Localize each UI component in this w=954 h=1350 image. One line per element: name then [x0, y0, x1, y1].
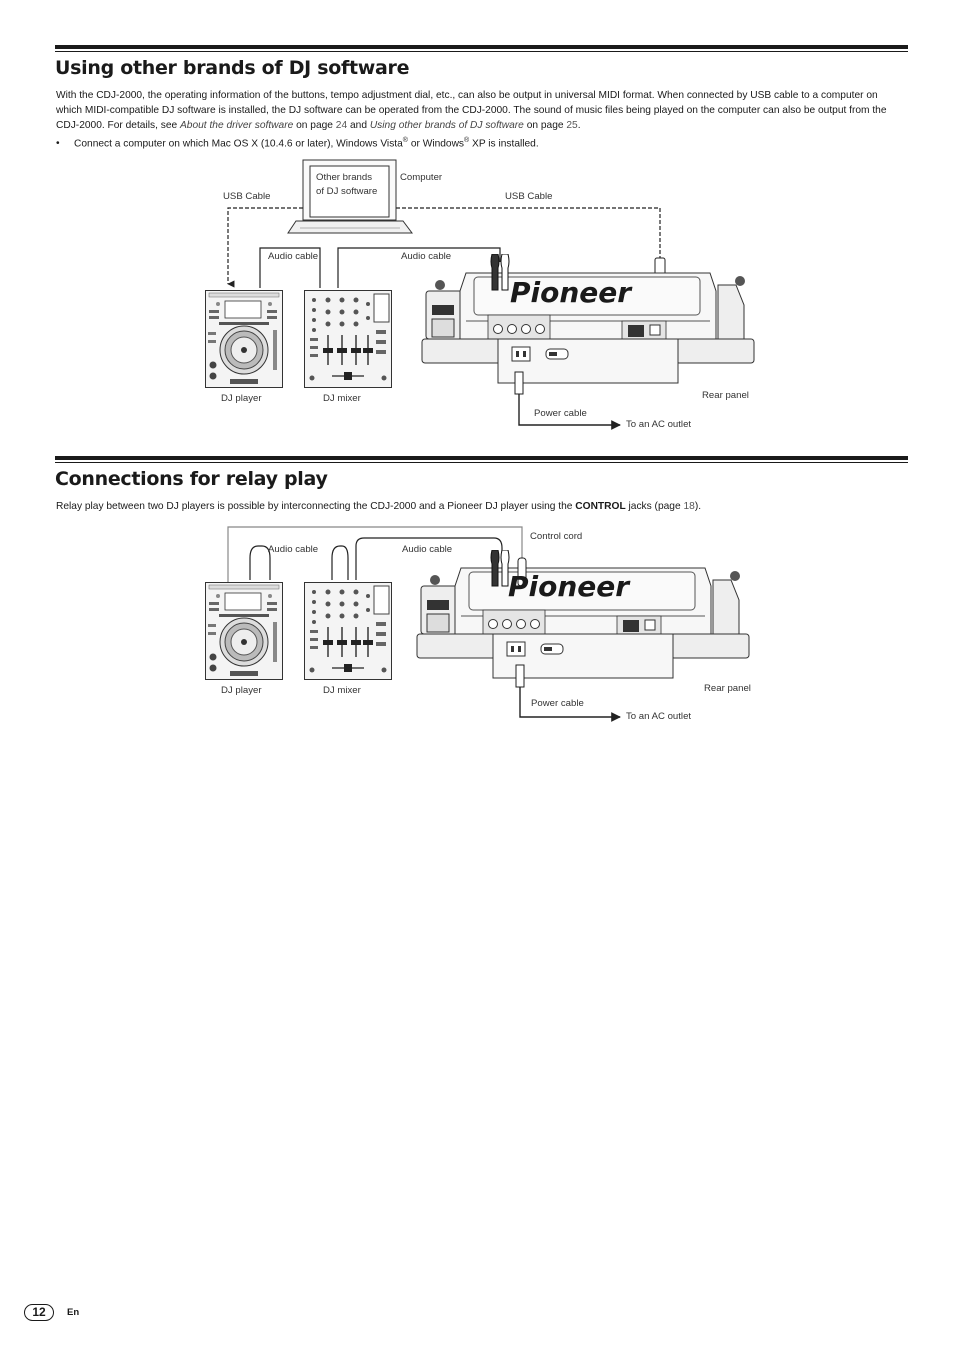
- audio-cable-player-mixer-2b: [331, 545, 349, 580]
- power-plug: [514, 371, 524, 395]
- bullet-text-1: Connect a computer on which Mac OS X (10…: [74, 138, 403, 150]
- audio-cable-right-label-2: Audio cable: [402, 544, 452, 555]
- control-cord-line: [227, 526, 523, 584]
- diagram-relay-play: Control cord Audio cable Audio cable Pio…: [205, 526, 751, 722]
- audio-cable-left-label-2: Audio cable: [268, 544, 318, 555]
- page-link-24[interactable]: 24: [335, 120, 348, 132]
- section2-body-1: Relay play between two DJ players is pos…: [56, 501, 573, 512]
- period: .: [577, 120, 581, 132]
- on-page-text: on page: [296, 120, 333, 132]
- page-link-25[interactable]: 25: [566, 120, 578, 132]
- ac-outlet-label-2: To an AC outlet: [626, 711, 691, 722]
- screen-text-line2: of DJ software: [316, 186, 377, 197]
- audio-cable-player-mixer: [259, 247, 321, 288]
- section2-body-3: ).: [694, 501, 702, 512]
- link-using-other-brands[interactable]: Using other brands of DJ software: [369, 120, 524, 132]
- dj-player-device: [205, 290, 283, 388]
- audio-cable-mixer-cdj: [337, 247, 501, 288]
- power-plug-2: [515, 664, 525, 688]
- bullet-dot: •: [56, 138, 60, 150]
- control-jack-label: CONTROL: [575, 501, 626, 512]
- diagram-usb-connection: Other brands of DJ software Computer USB…: [205, 159, 755, 430]
- bullet-os-requirements: • Connect a computer on which Mac OS X (1…: [56, 133, 539, 151]
- control-cord-label: Control cord: [530, 531, 582, 542]
- dj-player-label-2: DJ player: [221, 685, 262, 696]
- dj-mixer-label: DJ mixer: [323, 393, 362, 404]
- power-cable-line: [518, 394, 621, 430]
- control-cord-plug: [517, 557, 527, 587]
- usb-cable-right: [396, 207, 661, 260]
- section-rule-bottom: [55, 51, 908, 52]
- section2-rule-top: [55, 456, 908, 460]
- laptop-computer: [287, 159, 413, 234]
- usb-cable-left: [227, 207, 303, 288]
- section-title-other-brands: Using other brands of DJ software: [55, 57, 410, 79]
- page-number-badge: 12: [24, 1304, 54, 1321]
- pioneer-logo: Pioneer: [510, 276, 633, 309]
- power-cable-line-2: [519, 687, 621, 722]
- section1-paragraph: With the CDJ-2000, the operating informa…: [56, 88, 906, 134]
- section2-body-2: jacks (page: [628, 501, 681, 512]
- on-page-text-2: on page: [526, 120, 564, 132]
- pioneer-logo-2: Pioneer: [508, 570, 631, 603]
- computer-label: Computer: [400, 172, 443, 183]
- section2-rule-bottom: [55, 462, 908, 463]
- dj-player-label: DJ player: [221, 393, 262, 404]
- rear-panel-label: Rear panel: [702, 390, 749, 401]
- ac-outlet-label: To an AC outlet: [626, 419, 691, 430]
- section1-body: With the CDJ-2000, the operating informa…: [56, 90, 887, 132]
- power-cable-label-2: Power cable: [531, 698, 584, 709]
- section-rule-top: [55, 45, 908, 49]
- audio-cable-player-mixer-2: [249, 545, 271, 580]
- section2-paragraph: Relay play between two DJ players is pos…: [56, 499, 906, 514]
- usb-cable-left-label: USB Cable: [223, 191, 270, 202]
- registered-mark: ®: [402, 137, 408, 144]
- audio-cable-mixer-cdj-2: [355, 537, 503, 580]
- registered-mark-2: ®: [464, 137, 470, 144]
- dj-player-device-2: [205, 582, 283, 680]
- section-title-relay-play: Connections for relay play: [55, 468, 328, 490]
- usb-cable-right-label: USB Cable: [505, 191, 552, 202]
- page-link-18[interactable]: 18: [683, 501, 695, 512]
- and-text: and: [349, 120, 367, 132]
- dj-mixer-label-2: DJ mixer: [323, 685, 362, 696]
- audio-cable-right-label: Audio cable: [401, 251, 451, 262]
- link-about-driver-software[interactable]: About the driver software: [180, 120, 294, 132]
- rear-panel-label-2: Rear panel: [704, 683, 751, 694]
- bullet-text-3: XP is installed.: [472, 138, 539, 150]
- audio-cable-left-label: Audio cable: [268, 251, 318, 262]
- bullet-text-2: or Windows: [410, 138, 465, 150]
- dj-mixer-device-2: [304, 582, 392, 680]
- screen-text-line1: Other brands: [316, 172, 372, 183]
- language-label: En: [67, 1307, 80, 1318]
- power-cable-label: Power cable: [534, 408, 587, 419]
- dj-mixer-device: [304, 290, 392, 388]
